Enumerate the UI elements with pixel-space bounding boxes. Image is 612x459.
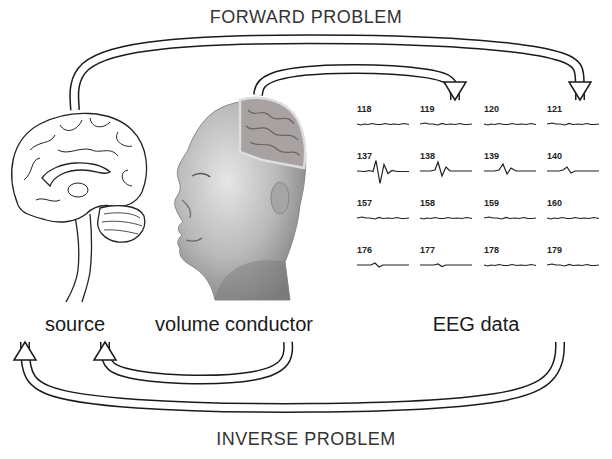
channel-number: 140 xyxy=(547,151,562,162)
hollow-arrow xyxy=(14,342,560,408)
arrow-outline xyxy=(258,69,455,100)
panel-caption: source xyxy=(0,312,150,336)
arrow-outline xyxy=(74,39,580,110)
panel-caption: volume conductor xyxy=(148,312,320,336)
channel-number: 158 xyxy=(420,198,435,209)
arrow-fill xyxy=(74,39,580,110)
channel-number: 159 xyxy=(484,198,499,209)
section-title: INVERSE PROBLEM xyxy=(0,428,612,450)
panel-caption: EEG data xyxy=(345,312,607,336)
channel-number: 119 xyxy=(420,104,435,115)
arrow-fill xyxy=(258,69,455,100)
channel-number: 160 xyxy=(547,198,562,209)
channel-number: 178 xyxy=(484,245,499,256)
arrow-head xyxy=(14,342,36,360)
channel-number: 137 xyxy=(357,151,372,162)
channel-number: 121 xyxy=(547,104,562,115)
hollow-arrow xyxy=(94,342,288,379)
figure-panel: EEG data xyxy=(345,100,607,342)
channel-number: 139 xyxy=(484,151,499,162)
figure-panel: volume conductor xyxy=(148,95,320,342)
channel-number: 176 xyxy=(357,245,372,256)
eeg-traces xyxy=(357,123,599,267)
channel-number: 138 xyxy=(420,151,435,162)
arrow-outline xyxy=(25,342,560,408)
arrow-head xyxy=(569,82,591,100)
section-title: FORWARD PROBLEM xyxy=(0,6,612,28)
hollow-arrow xyxy=(258,69,466,100)
channel-number: 177 xyxy=(420,245,435,256)
arrow-head xyxy=(444,82,466,100)
channel-number: 179 xyxy=(547,245,562,256)
figure-panel: source xyxy=(0,110,150,342)
channel-number: 120 xyxy=(484,104,499,115)
arrow-fill xyxy=(105,342,288,379)
channel-number: 118 xyxy=(357,104,372,115)
arrow-fill xyxy=(25,342,560,408)
brain-sketch xyxy=(12,113,147,302)
head-model xyxy=(175,98,306,300)
arrow-outline xyxy=(105,342,288,379)
arrow-head xyxy=(94,342,116,360)
hollow-arrow xyxy=(74,39,591,110)
channel-number: 157 xyxy=(357,198,372,209)
